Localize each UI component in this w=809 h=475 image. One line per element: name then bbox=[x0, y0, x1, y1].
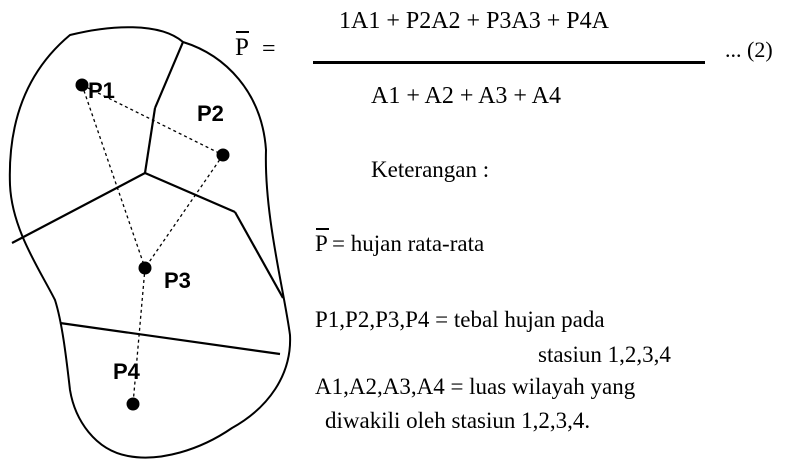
station-p2-label: P2 bbox=[197, 101, 224, 126]
station-p1-label: P1 bbox=[88, 78, 115, 103]
formula-numerator: 1A1 + P2A2 + P3A3 + P4A bbox=[339, 8, 609, 34]
station-p4-point bbox=[126, 397, 140, 411]
station-p4-label: P4 bbox=[113, 359, 141, 384]
notes-pbar-letter: P bbox=[315, 231, 328, 256]
overline-bar bbox=[236, 31, 249, 33]
catchment-boundary bbox=[8, 26, 292, 459]
notes-area-definition-cont: diwakili oleh stasiun 1,2,3,4. bbox=[325, 408, 591, 433]
station-connections bbox=[81, 84, 224, 405]
notes-stations-definition-cont: stasiun 1,2,3,4 bbox=[538, 342, 671, 367]
formula-equals: = bbox=[262, 36, 276, 62]
station-p2-point bbox=[216, 148, 230, 162]
formula-lhs: P bbox=[235, 31, 249, 62]
notes-heading: Keterangan : bbox=[371, 157, 490, 182]
equation-number: ... (2) bbox=[725, 37, 773, 62]
notes-pbar-symbol: P bbox=[315, 228, 329, 257]
station-p1-point bbox=[75, 78, 89, 92]
formula-denominator: A1 + A2 + A3 + A4 bbox=[371, 83, 561, 109]
notes-stations-definition: P1,P2,P3,P4 = tebal hujan pada bbox=[315, 307, 605, 332]
thiessen-polygon-diagram: P1 P2 P3 P4 bbox=[8, 26, 292, 459]
notes-area-definition: A1,A2,A3,A4 = luas wilayah yang bbox=[315, 374, 636, 399]
notes-pbar-definition: = hujan rata-rata bbox=[332, 231, 485, 256]
station-p3-label: P3 bbox=[164, 268, 191, 293]
polygon-boundaries bbox=[11, 41, 284, 356]
formula-lhs-symbol: P bbox=[235, 34, 249, 61]
fraction-line bbox=[313, 61, 705, 64]
overline-bar bbox=[316, 228, 329, 230]
station-p3-point bbox=[138, 261, 152, 275]
